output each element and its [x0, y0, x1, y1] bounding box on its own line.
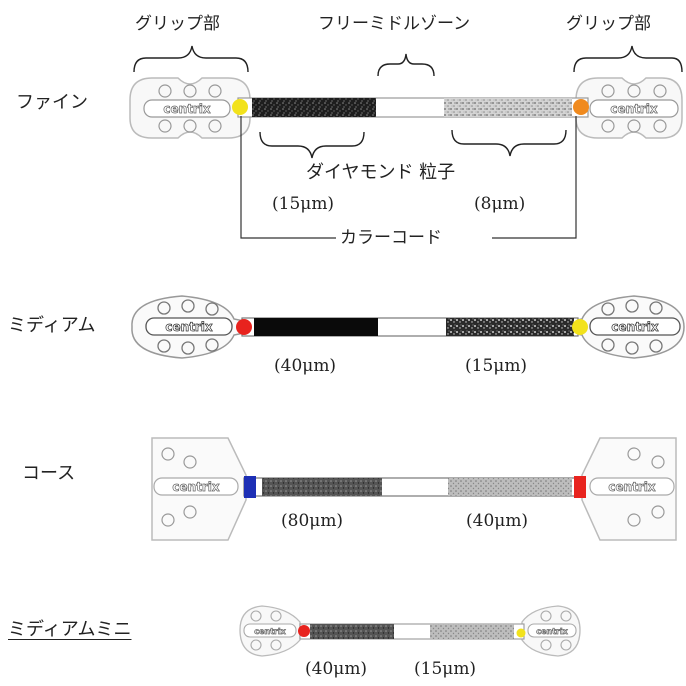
medium-color-dot-right [572, 319, 588, 335]
label-coarse: コース [22, 463, 76, 484]
mini-abrasive-right [430, 624, 514, 639]
coarse-color-block-right [574, 476, 586, 498]
fine-color-dot-right [573, 99, 589, 115]
medium-right-grit: (15μm) [465, 356, 528, 376]
mini-color-dot-right [516, 628, 526, 638]
brace-diamond-right [451, 129, 567, 157]
label-medium-mini: ミディアムミニ [8, 619, 132, 640]
mini-abrasive-left [310, 624, 394, 639]
medium-color-dot-left [236, 319, 252, 335]
coarse-right-grit: (40μm) [466, 511, 529, 531]
medium-abrasive-left [254, 318, 378, 336]
mini-left-grit: (40μm) [305, 659, 368, 679]
brace-diamond-left [259, 131, 365, 159]
medium-abrasive-right [446, 318, 574, 336]
coarse-color-block-left [244, 476, 256, 498]
coarse-abrasive-right [448, 478, 572, 496]
brand-logo-medium-left: centrix [165, 320, 213, 334]
medium-left-grit: (40μm) [274, 356, 337, 376]
fine-right-grit: (8μm) [474, 194, 526, 214]
brand-logo-fine-right: centrix [610, 102, 658, 116]
brand-logo-fine-left: centrix [163, 102, 211, 116]
brand-logo-medium-right: centrix [611, 320, 659, 334]
brand-logo-coarse-left: centrix [172, 480, 220, 494]
label-color-code: カラーコード [340, 228, 442, 248]
color-code-bracket [240, 116, 577, 239]
mini-right-grit: (15μm) [414, 659, 477, 679]
label-grip-left: グリップ部 [135, 14, 220, 34]
brace-grip-right [573, 45, 683, 73]
brand-logo-mini-left: centrix [254, 627, 286, 636]
fine-color-dot-left [232, 99, 248, 115]
fine-strip [129, 45, 683, 239]
label-diamond-particles: ダイヤモンド 粒子 [306, 162, 456, 183]
coarse-left-grit: (80μm) [281, 511, 344, 531]
medium-strip [131, 295, 685, 359]
coarse-abrasive-left [262, 478, 382, 496]
label-fine: ファイン [16, 92, 88, 113]
brace-free-middle [377, 53, 435, 77]
fine-abrasive-left [252, 98, 376, 117]
mini-color-dot-left [298, 625, 310, 637]
fine-abrasive-right [444, 98, 572, 117]
coarse-strip [151, 437, 677, 541]
label-grip-right: グリップ部 [566, 14, 651, 34]
fine-left-grit: (15μm) [272, 194, 335, 214]
medium-mini-strip [239, 605, 581, 657]
label-medium: ミディアム [8, 315, 96, 336]
label-free-middle-zone: フリーミドルゾーン [318, 14, 471, 34]
brand-logo-mini-right: centrix [536, 627, 568, 636]
brace-grip-left [133, 45, 249, 73]
brand-logo-coarse-right: centrix [608, 480, 656, 494]
